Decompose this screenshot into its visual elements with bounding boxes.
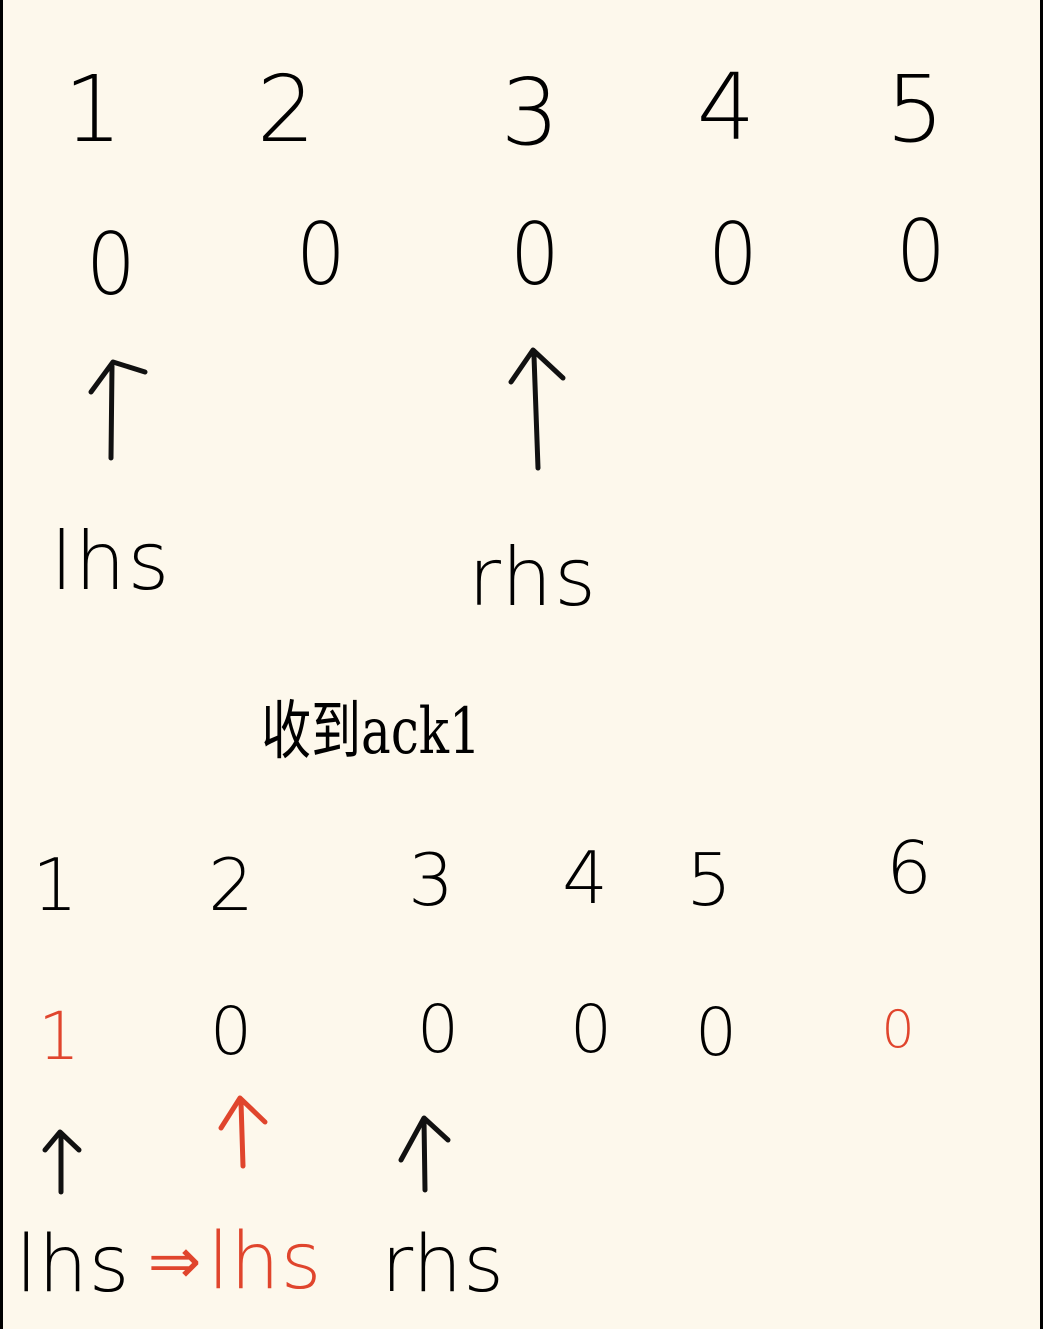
- ack-flag: 0: [510, 205, 560, 305]
- ack-flag-new: 0: [881, 1000, 915, 1060]
- index-label: 3: [500, 59, 560, 166]
- rhs-pointer-label: rhs: [468, 531, 598, 624]
- index-label: 6: [886, 826, 932, 910]
- index-label: 5: [686, 838, 732, 922]
- ack-flag: 0: [210, 993, 252, 1070]
- shift-arrow: ⇒: [147, 1225, 203, 1299]
- index-label: 2: [256, 56, 316, 163]
- index-label: 5: [885, 56, 945, 163]
- index-label: 4: [562, 836, 608, 920]
- rhs-up-arrow: [398, 1115, 451, 1193]
- ack-flag: 0: [896, 202, 946, 302]
- pointer-arrows: [42, 347, 566, 1195]
- index-label: 2: [208, 843, 254, 927]
- ack-flag: 0: [570, 991, 612, 1068]
- ack-flag: 0: [417, 991, 459, 1068]
- rhs-pointer-label: rhs: [381, 1220, 505, 1310]
- lhs-new-pointer-label: lhs: [207, 1217, 323, 1307]
- lhs-pointer-label: lhs: [50, 515, 172, 608]
- lhs-up-arrow: [88, 359, 148, 461]
- rhs-up-arrow: [508, 347, 566, 471]
- ack-flag: 0: [708, 205, 758, 305]
- ack-flag: 0: [695, 994, 737, 1071]
- index-label: 1: [32, 843, 78, 927]
- lhs-old-pointer-label: lhs: [15, 1220, 131, 1310]
- ack-flag: 0: [86, 215, 136, 315]
- index-label: 3: [408, 838, 454, 922]
- index-label: 1: [63, 56, 123, 163]
- ack-flag-acked: 1: [38, 998, 80, 1075]
- received-ack-note: 收到ack1: [261, 695, 481, 769]
- ack-flag: 0: [296, 205, 346, 305]
- lhs-old-up-arrow: [42, 1129, 82, 1195]
- lhs-new-up-arrow: [218, 1095, 268, 1169]
- index-label: 4: [696, 54, 756, 161]
